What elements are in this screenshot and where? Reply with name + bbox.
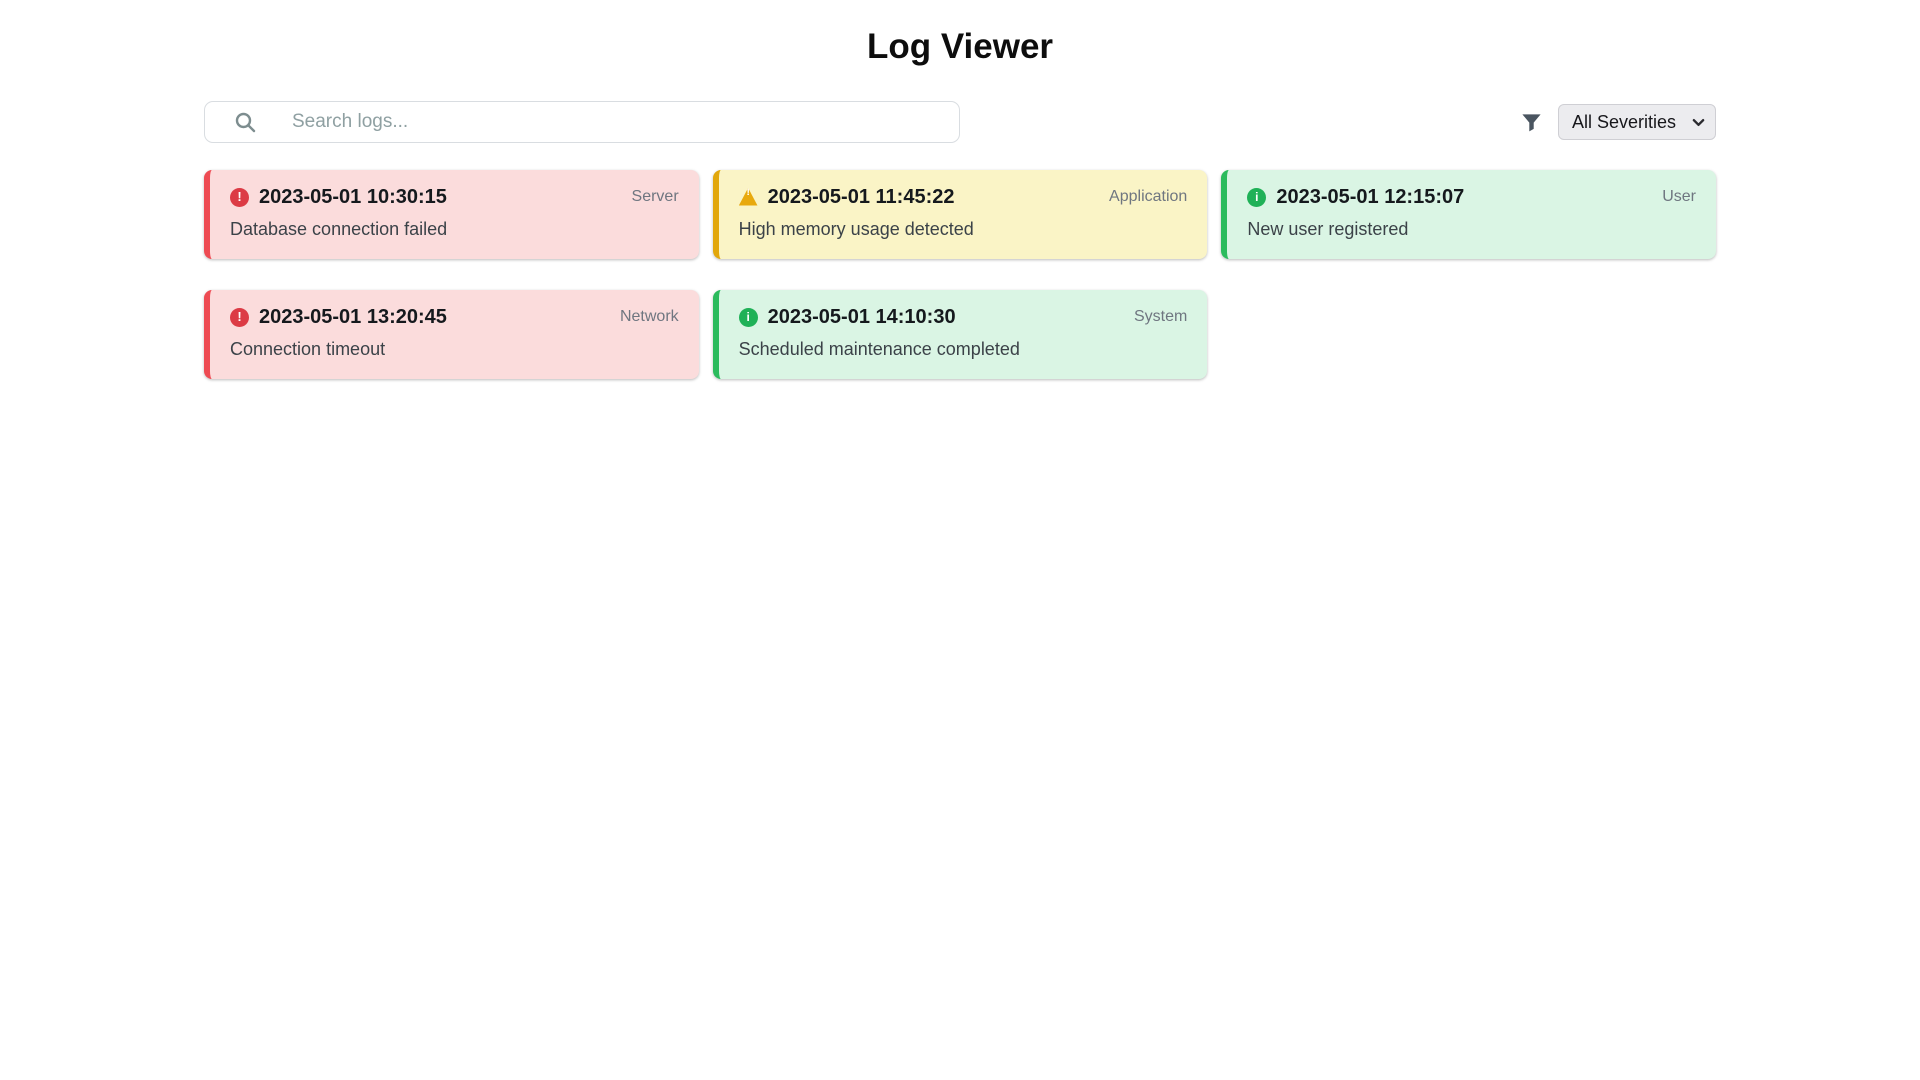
log-message: Connection timeout <box>230 339 386 359</box>
log-card-header: 2023-05-01 10:30:15 Server <box>230 185 679 209</box>
info-icon <box>1247 187 1267 207</box>
log-source: System <box>1133 308 1188 325</box>
toolbar: All Severities <box>204 101 1716 143</box>
log-timestamp: 2023-05-01 14:10:30 <box>767 306 956 328</box>
severity-select-wrap: All Severities <box>1558 104 1716 140</box>
search-input[interactable] <box>204 101 960 143</box>
filter-group: All Severities <box>1520 104 1716 140</box>
error-icon <box>230 187 249 207</box>
log-card[interactable]: 2023-05-01 13:20:45 Network Connection t… <box>204 290 699 379</box>
log-source: User <box>1662 188 1696 205</box>
log-card[interactable]: 2023-05-01 14:10:30 System Scheduled mai… <box>712 290 1208 379</box>
log-timestamp: 2023-05-01 13:20:45 <box>259 306 447 328</box>
log-card-header: 2023-05-01 11:45:22 Application <box>738 185 1188 209</box>
log-card[interactable]: 2023-05-01 12:15:07 User New user regist… <box>1221 170 1716 259</box>
error-icon <box>230 307 249 327</box>
funnel-icon <box>1522 113 1541 131</box>
log-message: New user registered <box>1247 219 1409 239</box>
severity-select[interactable]: All Severities <box>1558 104 1716 140</box>
search-box <box>204 101 960 143</box>
log-card[interactable]: 2023-05-01 10:30:15 Server Database conn… <box>204 170 699 259</box>
log-source: Network <box>619 308 679 325</box>
log-source: Application <box>1109 188 1188 205</box>
warning-icon <box>738 187 758 206</box>
log-source: Server <box>631 188 679 205</box>
log-card-header: 2023-05-01 13:20:45 Network <box>230 305 679 329</box>
page-title: Log Viewer <box>866 27 1054 66</box>
log-card-header: 2023-05-01 14:10:30 System <box>738 305 1188 329</box>
info-icon <box>738 307 758 327</box>
log-message: Scheduled maintenance completed <box>738 339 1020 359</box>
log-message: High memory usage detected <box>738 219 974 239</box>
log-timestamp: 2023-05-01 10:30:15 <box>259 186 447 208</box>
log-message: Database connection failed <box>230 219 448 239</box>
log-card-header: 2023-05-01 12:15:07 User <box>1247 185 1696 209</box>
log-timestamp: 2023-05-01 11:45:22 <box>767 186 955 208</box>
log-card[interactable]: 2023-05-01 11:45:22 Application High mem… <box>712 170 1208 259</box>
log-timestamp: 2023-05-01 12:15:07 <box>1276 186 1465 208</box>
log-viewer-app: Log Viewer All Severities <box>204 26 1716 379</box>
log-grid: 2023-05-01 10:30:15 Server Database conn… <box>204 170 1716 379</box>
